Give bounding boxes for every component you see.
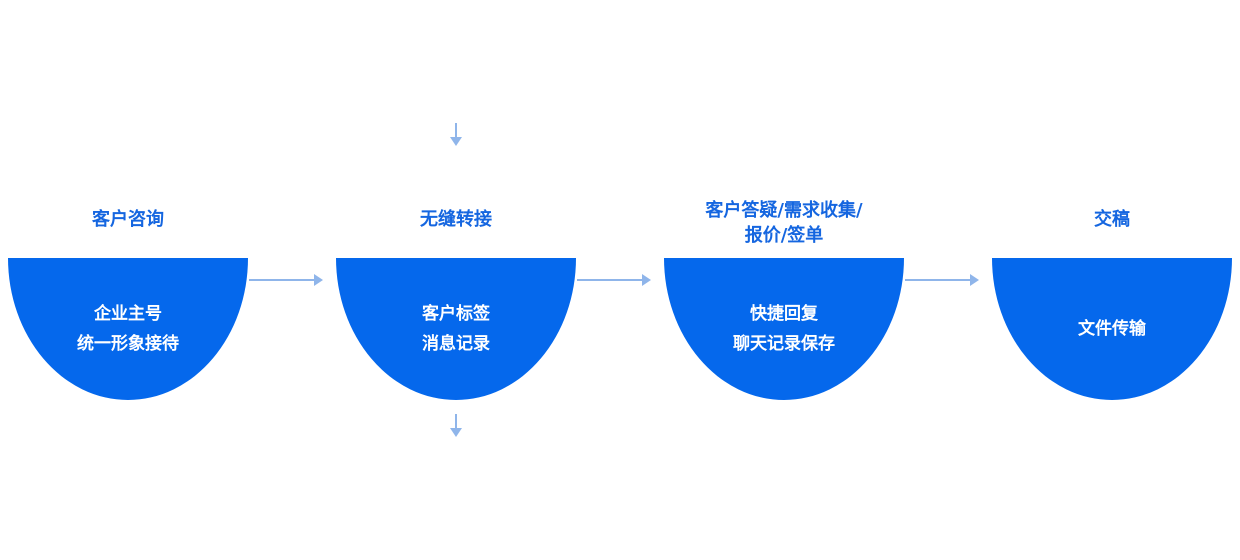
step-2-line-1: 客户标签 (422, 304, 490, 324)
step-2-title: 无缝转接 (420, 209, 492, 230)
step-4-title: 交稿 (1094, 209, 1130, 230)
step-3-line-1: 快捷回复 (750, 304, 818, 324)
arrow-down-icon (449, 414, 463, 438)
step-2-node: 客户标签 消息记录 (336, 258, 576, 400)
step-3-title: 客户答疑/需求收集/ 报价/签单 (664, 198, 904, 248)
arrow-down-icon (449, 123, 463, 147)
step-1-line-1: 企业主号 (94, 304, 162, 324)
step-2-line-2: 消息记录 (422, 334, 490, 354)
step-3-node: 快捷回复 聊天记录保存 (664, 258, 904, 400)
step-4-node: 文件传输 (992, 258, 1232, 400)
step-4-line-1: 文件传输 (1078, 319, 1146, 339)
arrow-right-icon (905, 273, 979, 287)
step-3-title-line-2: 报价/签单 (744, 225, 824, 246)
arrow-right-icon (577, 273, 651, 287)
step-1-line-2: 统一形象接待 (77, 334, 179, 354)
arrow-right-icon (249, 273, 323, 287)
step-3-line-2: 聊天记录保存 (733, 334, 835, 354)
step-3-title-line-1: 客户答疑/需求收集/ (705, 200, 863, 221)
step-1-title: 客户咨询 (92, 209, 164, 230)
step-1-node: 企业主号 统一形象接待 (8, 258, 248, 400)
